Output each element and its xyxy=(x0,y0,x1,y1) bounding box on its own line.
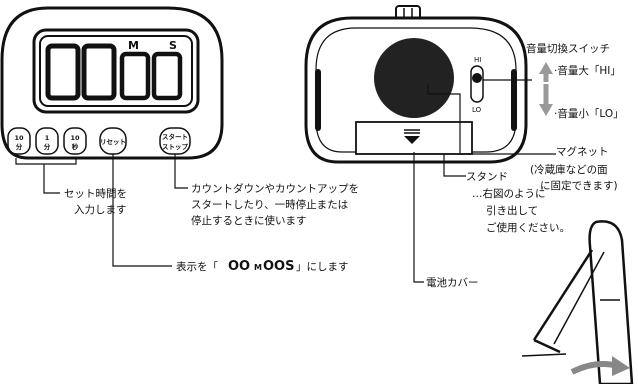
battery-cover-arrow-icon xyxy=(404,129,420,144)
button-10sec[interactable]: 10 秒 xyxy=(63,127,87,155)
minutes-digits xyxy=(45,43,117,101)
svg-text:」にします: 」にします xyxy=(296,261,349,273)
callout-reset: 表示を「 OO M OOS 」にします xyxy=(176,259,349,274)
reset-button[interactable]: リセット xyxy=(99,127,127,155)
svg-text:HI: HI xyxy=(474,56,481,64)
volume-up-arrow-icon xyxy=(539,62,553,82)
svg-text:秒: 秒 xyxy=(72,142,79,151)
unit-seconds: S xyxy=(169,39,177,52)
front-callout-lines xyxy=(15,154,188,267)
button-1min[interactable]: 1 分 xyxy=(35,127,59,155)
stand-pull-arrow-icon xyxy=(570,356,630,376)
svg-text:分: 分 xyxy=(44,142,51,151)
callout-battery-cover: 電池カバー xyxy=(426,276,479,289)
svg-text:表示を「: 表示を「 xyxy=(176,260,218,273)
svg-text:リセット: リセット xyxy=(100,138,126,146)
svg-text:M: M xyxy=(254,263,262,272)
unit-minutes: M xyxy=(128,39,139,52)
svg-text:ストップ: ストップ xyxy=(162,142,189,151)
svg-text:10: 10 xyxy=(14,134,24,142)
callout-magnet: マグネット (冷蔵庫などの面 に固定できます) xyxy=(530,145,618,192)
timer-back: HI LO xyxy=(304,5,528,164)
button-10min[interactable]: 10 分 xyxy=(7,127,31,155)
volume-down-arrow-icon xyxy=(539,84,553,116)
svg-text:スタート: スタート xyxy=(162,132,188,141)
timer-front: M S 10 分 1 分 10 秒 リセット スタート ストップ xyxy=(0,6,224,160)
back-callout-lines xyxy=(413,79,556,283)
svg-text:1: 1 xyxy=(45,134,50,142)
svg-text:OO: OO xyxy=(228,259,250,274)
svg-text:OOS: OOS xyxy=(263,259,294,274)
callout-set-time: セット時間を 入力します xyxy=(64,188,130,216)
callout-volume-title: 音量切換スイッチ xyxy=(526,42,610,55)
callout-volume-low: ·音量小「LO」 xyxy=(554,107,624,120)
callout-start-stop: カウントダウンやカウントアップを スタートしたり、一時停止または 停止するときに… xyxy=(191,182,362,227)
svg-text:LO: LO xyxy=(472,106,482,114)
magnet xyxy=(374,38,454,118)
svg-text:10: 10 xyxy=(70,134,80,142)
svg-text:分: 分 xyxy=(16,142,23,151)
seconds-digits xyxy=(119,51,183,101)
callout-volume-high: ·音量大「HI」 xyxy=(554,64,621,77)
volume-switch[interactable]: HI LO xyxy=(470,56,484,114)
callout-stand: スタンド …右図のように 引き出して ご使用ください。 xyxy=(466,171,570,234)
start-stop-button[interactable]: スタート ストップ xyxy=(159,127,191,155)
